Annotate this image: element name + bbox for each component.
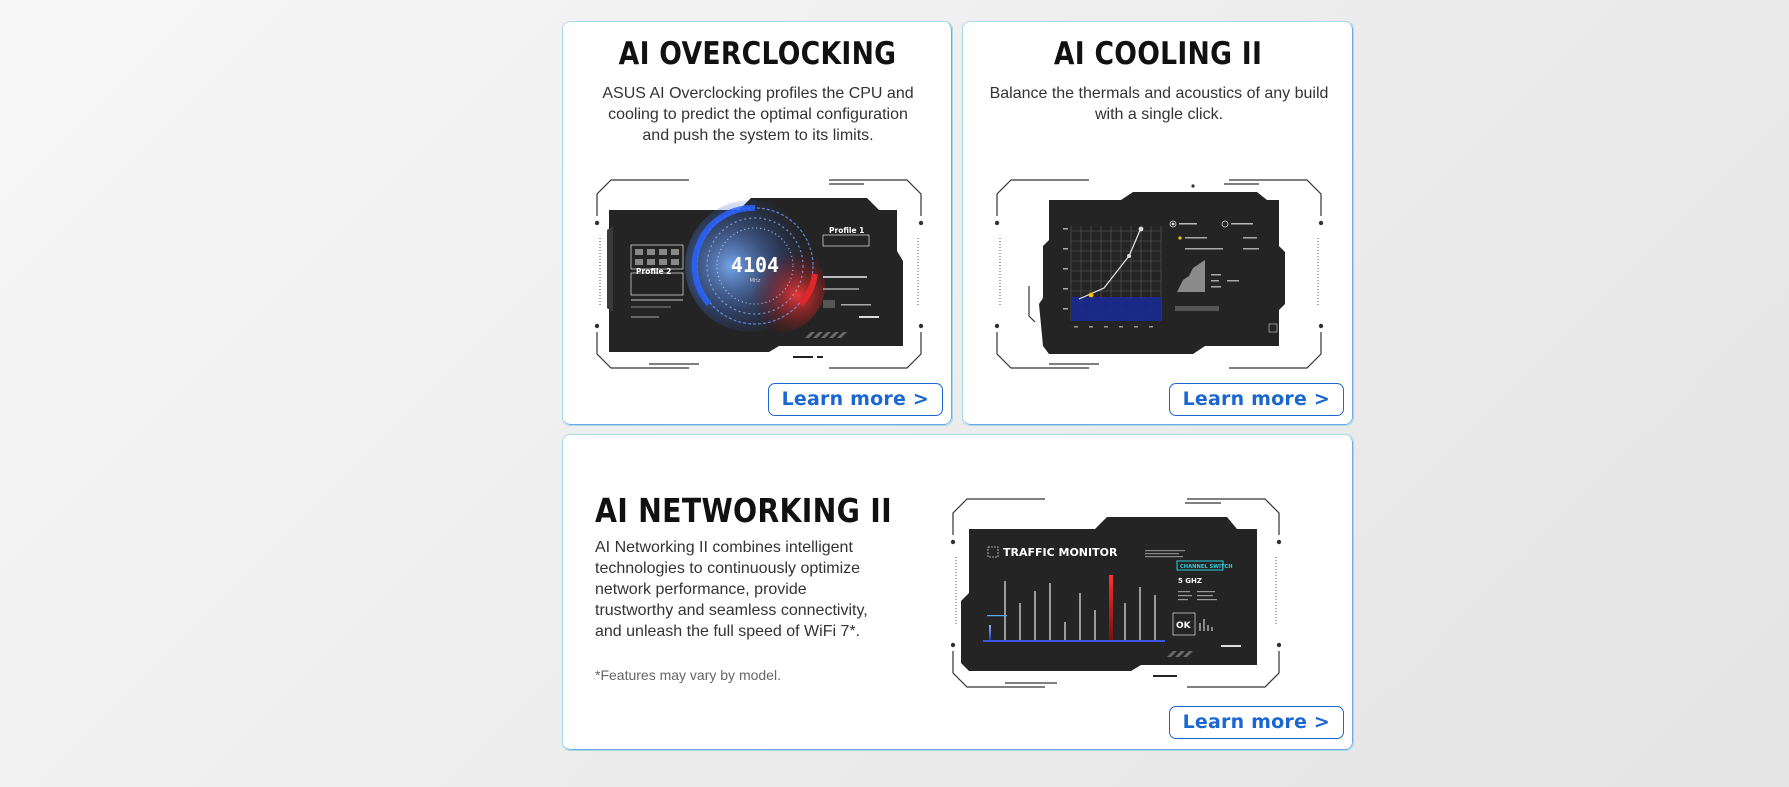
card-description: ASUS AI Overclocking profiles the CPU an… bbox=[602, 85, 914, 144]
learn-more-button[interactable]: Learn more > bbox=[767, 383, 943, 416]
card-description: Balance the thermals and acoustics of an… bbox=[989, 85, 1329, 123]
card-title: AI NETWORKING II bbox=[595, 491, 892, 530]
networking-illustration: TRAFFIC MONITOR bbox=[935, 495, 1297, 691]
frame-lines bbox=[596, 179, 922, 369]
channel-switch-label: CHANNEL SWITCH bbox=[1180, 564, 1233, 570]
ai-cooling-card: AI COOLING II Balance the thermals and a… bbox=[962, 21, 1354, 426]
band-label: 5 GHZ bbox=[1178, 577, 1202, 585]
gauge-unit: MHz bbox=[750, 278, 761, 284]
cooling-illustration bbox=[979, 176, 1339, 372]
learn-more-button[interactable]: Learn more > bbox=[1168, 383, 1344, 416]
features-note: *Features may vary by model. bbox=[595, 667, 781, 683]
gauge-value: 4104 bbox=[731, 253, 779, 277]
ai-overclocking-card: AI OVERCLOCKING ASUS AI Overclocking pro… bbox=[562, 21, 953, 426]
ok-label: OK bbox=[1176, 621, 1192, 631]
profile-1-label: Profile 1 bbox=[829, 226, 864, 235]
overclocking-illustration: Profile 2 4104 MHz Profile 1 bbox=[579, 176, 939, 372]
card-title: AI COOLING II bbox=[1053, 36, 1263, 72]
profile-2-label: Profile 2 bbox=[636, 267, 671, 276]
card-title: AI OVERCLOCKING bbox=[618, 36, 897, 72]
learn-more-button[interactable]: Learn more > bbox=[1168, 706, 1344, 739]
card-description: AI Networking II combines intelligent te… bbox=[595, 539, 868, 640]
ai-networking-card: AI NETWORKING II AI Networking II combin… bbox=[562, 434, 1354, 751]
traffic-monitor-heading: TRAFFIC MONITOR bbox=[1003, 546, 1118, 559]
